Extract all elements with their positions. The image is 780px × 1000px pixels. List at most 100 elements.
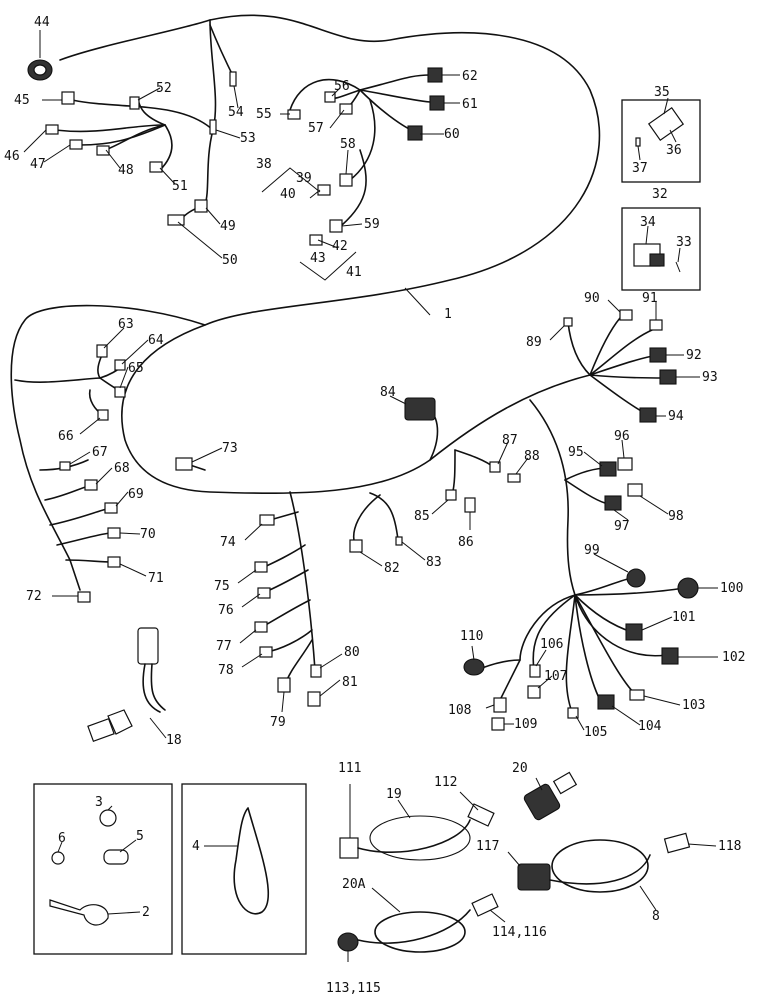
sensor-18-nut-icon [107,709,133,735]
connector-75-icon [254,561,268,573]
pin-33-icon [675,261,681,273]
clamp-2-icon [49,899,109,926]
callout-35: 35 [654,85,670,100]
connector-68-icon [84,479,98,491]
connector-91-icon [649,319,663,331]
callout-93: 93 [702,370,718,385]
connector-101-icon [625,623,643,641]
bolt-3-icon [99,809,117,827]
callout-19: 19 [386,787,402,802]
callout-18: 18 [166,733,182,748]
connector-60-icon [407,125,423,141]
callout-66: 66 [58,429,74,444]
callout-105: 105 [584,725,607,740]
callout-59: 59 [364,217,380,232]
connector-48-icon [96,145,110,156]
connector-106-icon [529,664,541,678]
callout-88: 88 [524,449,540,464]
connector-89-icon [563,317,573,327]
callout-67: 67 [92,445,108,460]
callout-64: 64 [148,333,164,348]
connector-98-icon [627,483,643,497]
callout-78: 78 [218,663,234,678]
inset-hardware [33,783,173,955]
connector-88-icon [507,473,521,483]
callout-45: 45 [14,93,30,108]
connector-85-icon [445,489,457,501]
callout-32: 32 [652,187,668,202]
connector-105-icon [567,707,579,719]
connector-90-icon [619,309,633,321]
callout-53: 53 [240,131,256,146]
callout-97: 97 [614,519,630,534]
connector-65-icon [114,386,126,398]
connector-104-icon [597,694,615,710]
connectors [27,59,699,731]
connector-103-icon [629,689,645,701]
callout-96: 96 [614,429,630,444]
connector-95-icon [599,461,617,477]
callout-104: 104 [638,719,662,734]
callout-80: 80 [344,645,360,660]
callout-85: 85 [414,509,430,524]
callout-48: 48 [118,163,134,178]
callout-90: 90 [584,291,600,306]
connector-81-icon [307,691,321,707]
callout-58: 58 [340,137,356,152]
callout-51: 51 [172,179,188,194]
connector-77-icon [254,621,268,633]
connector-46-icon [45,124,59,135]
callout-107: 107 [544,669,567,684]
callout-73: 73 [222,441,238,456]
connector-72-icon [77,591,91,603]
callout-50: 50 [222,253,238,268]
connector-74-icon [259,514,275,526]
callout-109: 109 [514,717,537,732]
connector-62-icon [427,67,443,83]
leader-lines [23,30,718,962]
callout-114-116: 114,116 [492,925,547,940]
callout-63: 63 [118,317,134,332]
connector-36-icon [647,106,685,142]
connector-57-icon [339,103,353,115]
callout-100: 100 [720,581,743,596]
callout-77: 77 [216,639,232,654]
callout-71: 71 [148,571,164,586]
clamp-5-icon [103,849,129,865]
callout-5: 5 [136,829,144,844]
connector-93-icon [659,369,677,385]
callout-89: 89 [526,335,542,350]
callout-84: 84 [380,385,396,400]
callout-38: 38 [256,157,272,172]
connector-59-icon [329,219,343,233]
callout-47: 47 [30,157,46,172]
sensor-111-icon [339,837,359,859]
callout-56: 56 [334,79,350,94]
callout-6: 6 [58,831,66,846]
callout-117: 117 [476,839,499,854]
callout-8: 8 [652,909,660,924]
connector-108-icon [493,697,507,713]
connector-86-icon [464,497,476,513]
callout-41: 41 [346,265,362,280]
callout-82: 82 [384,561,400,576]
callout-65: 65 [128,361,144,376]
connector-76-icon [257,587,271,599]
callout-101: 101 [672,610,695,625]
connector-97-icon [604,495,622,511]
connector-82-icon [349,539,363,553]
connector-109-icon [491,717,505,731]
callout-110: 110 [460,629,483,644]
callout-42: 42 [332,239,348,254]
callout-79: 79 [270,715,286,730]
callout-103: 103 [682,698,705,713]
callout-1: 1 [444,307,452,322]
callout-36: 36 [666,143,682,158]
callout-95: 95 [568,445,584,460]
main-harness [10,14,685,713]
callout-113-115: 113,115 [326,981,381,996]
callout-102: 102 [722,650,745,665]
harness-8 [517,832,691,893]
callout-72: 72 [26,589,42,604]
